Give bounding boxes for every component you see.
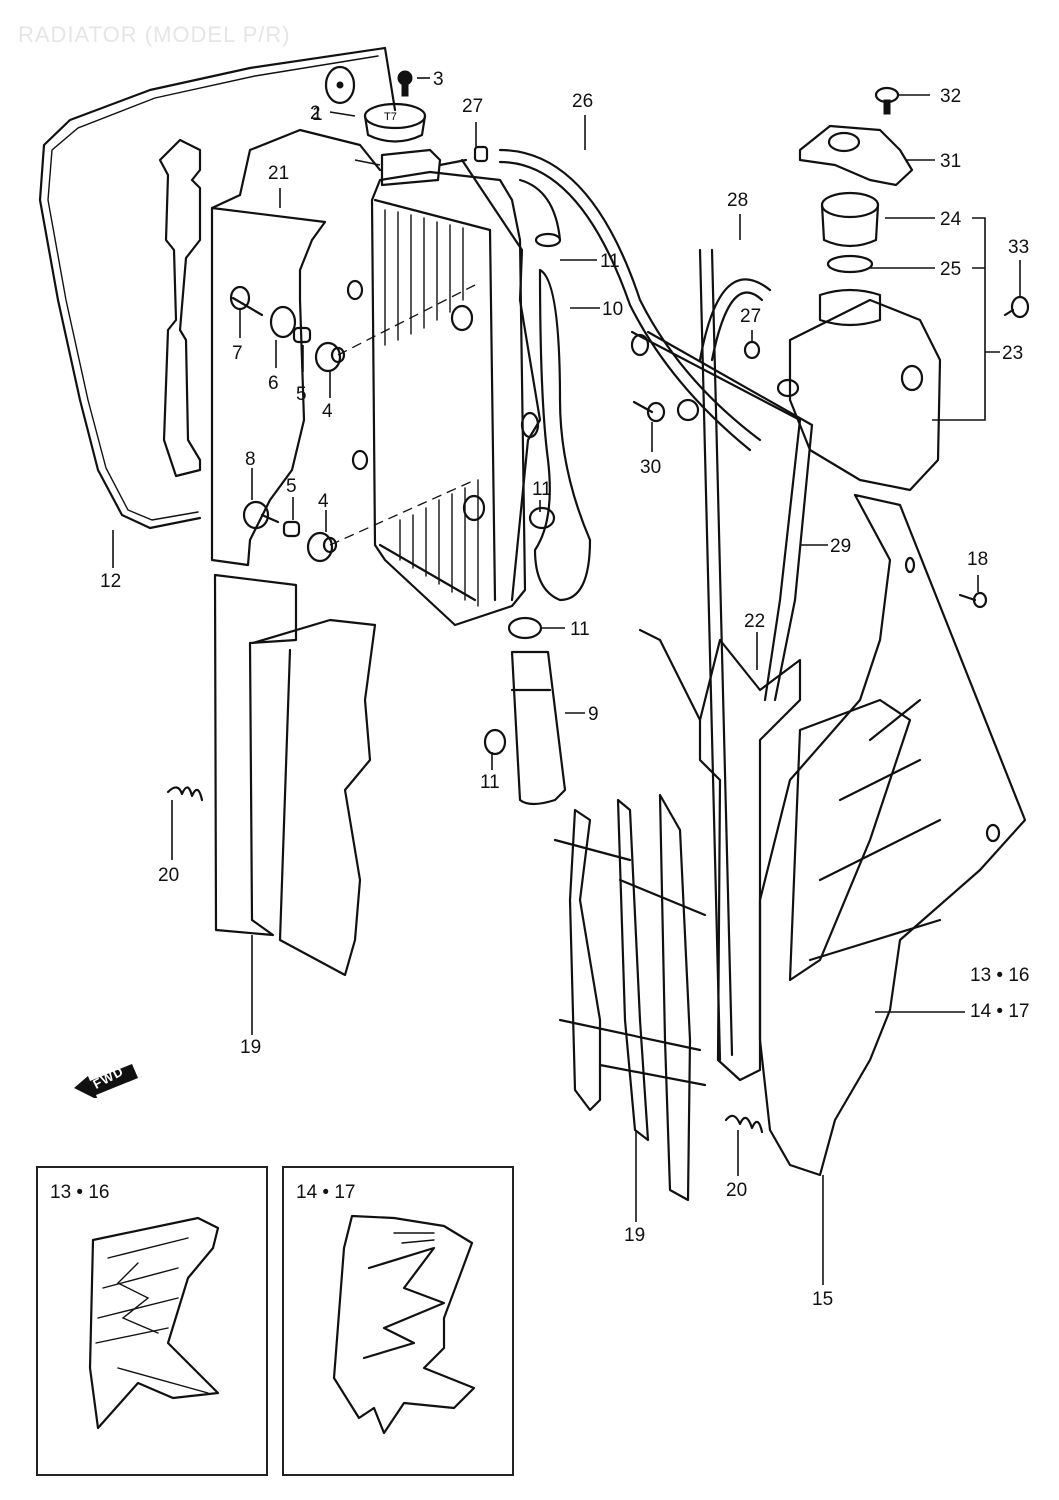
- part-19-louver-left: [213, 573, 377, 977]
- callout-11b[interactable]: 11: [532, 479, 552, 500]
- diagram-title: RADIATOR (MODEL P/R): [18, 22, 291, 47]
- part-25-gasket: [826, 254, 874, 274]
- part-26-hose: [498, 148, 762, 442]
- inset-13-16: 13 • 16: [36, 1166, 268, 1476]
- part-15-shroud: [758, 493, 1027, 1177]
- callout-20a[interactable]: 20: [158, 865, 180, 886]
- callout-24[interactable]: 24: [940, 209, 962, 230]
- callout-18[interactable]: 18: [967, 549, 989, 570]
- part-27-clamp-right: [743, 340, 761, 360]
- radiator-core: [346, 148, 542, 627]
- callout-4a[interactable]: 4: [322, 401, 333, 422]
- part-32-screw: [874, 86, 900, 115]
- callout-21[interactable]: 21: [268, 163, 290, 184]
- fwd-direction-badge: FWD: [72, 1062, 142, 1100]
- part-11-clamp-a: [528, 506, 556, 530]
- callout-25[interactable]: 25: [940, 259, 962, 280]
- part-21-panel: [210, 128, 382, 567]
- callout-27a[interactable]: 27: [462, 96, 484, 117]
- callout-5a[interactable]: 5: [296, 384, 307, 405]
- mount-bracket-left: [158, 138, 202, 478]
- callout-20b[interactable]: 20: [726, 1180, 748, 1201]
- shroud-graphic-b-icon: [332, 1214, 476, 1435]
- callout-19a[interactable]: 19: [240, 1037, 262, 1058]
- callout-32[interactable]: 32: [940, 86, 962, 107]
- callout-19b[interactable]: 19: [624, 1225, 646, 1246]
- callout-7[interactable]: 7: [232, 343, 243, 364]
- callout-4b[interactable]: 4: [318, 491, 329, 512]
- part-9-hose: [510, 650, 567, 806]
- part-12-guard: [38, 46, 397, 530]
- callout-27b[interactable]: 27: [740, 306, 762, 327]
- part-3-screw: [397, 70, 413, 97]
- callout-8[interactable]: 8: [245, 449, 256, 470]
- callout-14-17[interactable]: 14 • 17: [970, 1001, 1030, 1022]
- callout-22[interactable]: 22: [744, 611, 766, 632]
- callout-10[interactable]: 10: [602, 299, 624, 320]
- callout-28[interactable]: 28: [727, 190, 749, 211]
- callout-3[interactable]: 3: [433, 69, 444, 90]
- callout-15[interactable]: 15: [812, 1289, 834, 1310]
- callout-12[interactable]: 12: [100, 571, 122, 592]
- callout-31[interactable]: 31: [940, 151, 962, 172]
- callout-11a[interactable]: 11: [600, 251, 620, 272]
- callout-11d[interactable]: 11: [480, 772, 500, 793]
- part-10-hose: [518, 178, 592, 602]
- part-2-cap: T7: [363, 102, 427, 143]
- callout-30[interactable]: 30: [640, 457, 662, 478]
- part-20-spring-right: [724, 1114, 764, 1134]
- shroud-graphic-a-icon: [88, 1216, 220, 1430]
- part-11-clamp-b: [507, 616, 543, 640]
- inset-14-17: 14 • 17: [282, 1166, 514, 1476]
- part-22-stay: [698, 638, 802, 1082]
- part-28-hose: [698, 278, 772, 362]
- hardware-lower: [242, 500, 338, 563]
- callout-6[interactable]: 6: [268, 373, 279, 394]
- part-20-spring-left: [166, 786, 204, 802]
- inset-14-17-label: 14 • 17: [296, 1182, 356, 1203]
- part-27-clamp-top: [473, 145, 489, 163]
- callout-5b[interactable]: 5: [286, 476, 297, 497]
- callout-2[interactable]: 2: [310, 103, 321, 124]
- part-11-clamp-c: [483, 728, 507, 756]
- svg-text:T7: T7: [384, 111, 397, 123]
- callout-26[interactable]: 26: [572, 91, 594, 112]
- callout-23[interactable]: 23: [1002, 343, 1024, 364]
- part-18-screw: [958, 591, 988, 609]
- callout-33[interactable]: 33: [1008, 237, 1030, 258]
- part-24-cap: [820, 191, 880, 248]
- callout-11c[interactable]: 11: [570, 619, 590, 640]
- part-30-bolt: [632, 400, 666, 423]
- part-31-bracket: [798, 124, 914, 187]
- leader-lines: [112, 77, 1021, 1285]
- hardware-upper: [229, 285, 346, 373]
- part-33-nut: [1003, 295, 1030, 319]
- inset-13-16-label: 13 • 16: [50, 1182, 110, 1203]
- part-19-louver-right: [553, 793, 707, 1202]
- callout-9[interactable]: 9: [588, 704, 599, 725]
- callout-29[interactable]: 29: [830, 536, 852, 557]
- part-23-reservoir-tank: [776, 288, 942, 492]
- callout-13-16[interactable]: 13 • 16: [970, 965, 1030, 986]
- fwd-arrow-icon: [74, 1064, 138, 1100]
- callout-1[interactable]: 1: [312, 104, 323, 125]
